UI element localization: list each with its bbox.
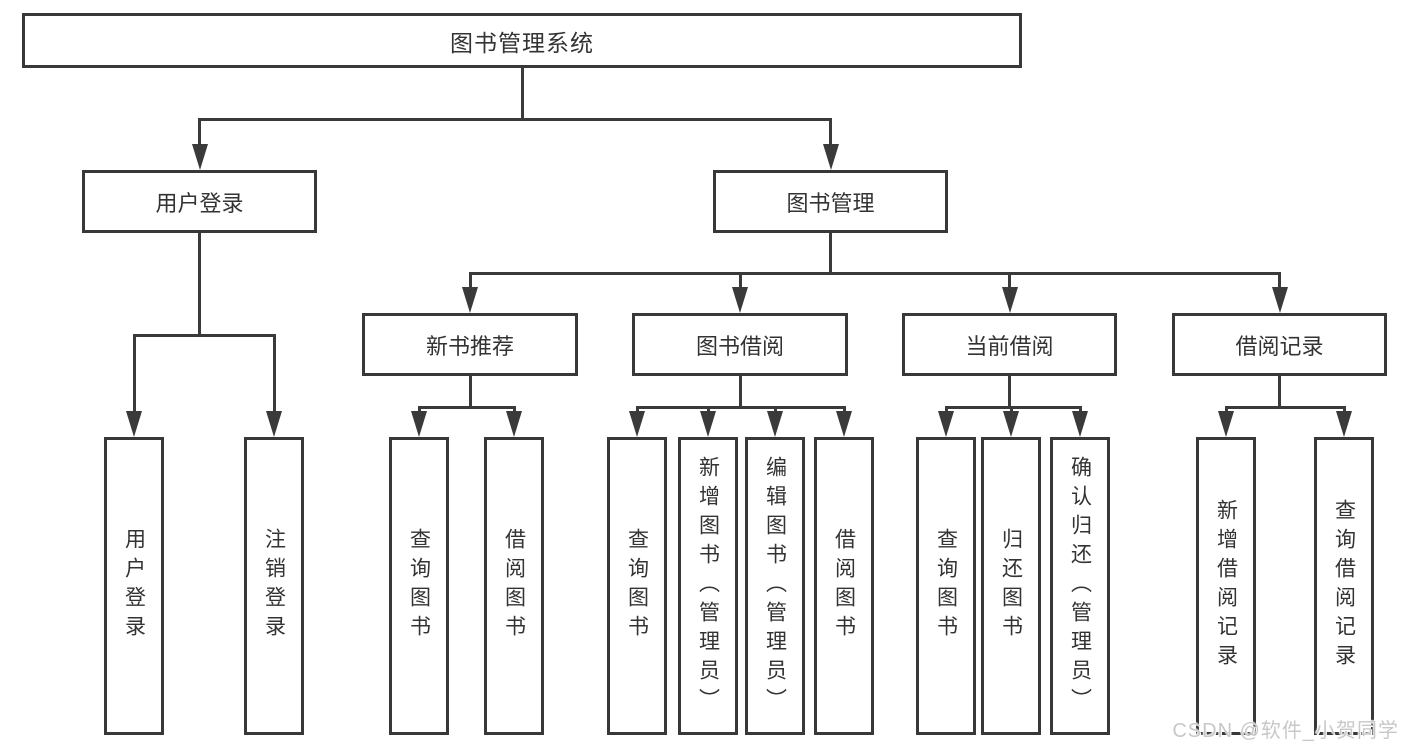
node-label: 图书管理 [786, 190, 875, 216]
arrowhead-icon [1271, 287, 1288, 313]
connector-line [417, 407, 421, 413]
node-leaf-logout: 注销登录 [244, 437, 304, 735]
connector-line [773, 407, 777, 413]
node-label: 注销登录 [262, 528, 286, 644]
arrowhead-icon [732, 287, 748, 313]
connector-line [520, 68, 524, 119]
node-label: 用户登录 [122, 528, 146, 644]
arrowhead-icon [1218, 411, 1234, 437]
arrowhead-icon [1072, 411, 1088, 437]
arrowhead-icon [506, 411, 522, 437]
connector-line [198, 117, 832, 121]
node-label: 当前借阅 [965, 333, 1054, 359]
arrowhead-icon [700, 411, 716, 437]
node-leaf-cur-return: 归还图书 [981, 437, 1041, 735]
connector-line [635, 405, 846, 409]
node-records: 借阅记录 [1172, 313, 1387, 376]
node-label: 图书管理系统 [450, 29, 594, 56]
connector-line [944, 407, 948, 413]
node-leaf-cur-query: 查询图书 [916, 437, 976, 735]
connector-line [829, 233, 832, 273]
node-label: 借阅图书 [502, 528, 526, 644]
arrowhead-icon [629, 411, 645, 437]
node-label: 新书推荐 [425, 333, 514, 359]
node-login: 用户登录 [82, 170, 317, 233]
node-leaf-bw-add: 新增图书（管理员） [678, 437, 738, 735]
connector-line [738, 376, 742, 407]
connector-line [1278, 273, 1281, 289]
connector-line [1078, 407, 1082, 413]
node-label: 新增借阅记录 [1214, 499, 1238, 673]
connector-line [468, 271, 1281, 275]
connector-line [417, 405, 516, 409]
node-newbook: 新书推荐 [362, 313, 578, 376]
node-leaf-rec-query: 查询借阅记录 [1314, 437, 1374, 735]
connector-line [1008, 376, 1011, 407]
connector-line [1224, 405, 1346, 409]
node-label: 查询借阅记录 [1332, 499, 1356, 673]
arrowhead-icon [462, 287, 478, 313]
node-label: 图书借阅 [695, 333, 784, 359]
connector-line [132, 333, 276, 337]
connector-line [468, 376, 472, 407]
arrowhead-icon [1003, 411, 1019, 437]
csdn-watermark: CSDN @软件_小贺同学 [1172, 720, 1399, 742]
connector-line [198, 119, 201, 146]
connector-line [1008, 273, 1011, 289]
node-leaf-bw-edit: 编辑图书（管理员） [745, 437, 805, 735]
node-borrow: 图书借阅 [632, 313, 848, 376]
node-label: 借阅图书 [832, 528, 856, 644]
arrowhead-icon [126, 411, 142, 437]
node-label: 借阅记录 [1235, 333, 1324, 359]
node-current: 当前借阅 [902, 313, 1117, 376]
connector-line [842, 407, 846, 413]
node-label: 用户登录 [155, 190, 244, 216]
connector-line [1224, 407, 1228, 413]
node-label: 确认归还（管理员） [1068, 455, 1092, 717]
node-leaf-nb-borrow: 借阅图书 [484, 437, 544, 735]
arrowhead-icon [266, 411, 282, 437]
connector-line [1342, 407, 1346, 413]
node-label: 编辑图书（管理员） [763, 455, 787, 717]
arrowhead-icon [1001, 287, 1018, 313]
node-label: 查询图书 [934, 528, 958, 644]
arrowhead-icon [836, 411, 852, 437]
connector-line [132, 335, 136, 413]
connector-line [829, 119, 832, 146]
node-leaf-user-login: 用户登录 [104, 437, 164, 735]
node-leaf-rec-add: 新增借阅记录 [1196, 437, 1256, 735]
connector-line [512, 407, 516, 413]
node-leaf-nb-query: 查询图书 [389, 437, 449, 735]
node-label: 查询图书 [625, 528, 649, 644]
node-mgmt: 图书管理 [713, 170, 948, 233]
node-leaf-cur-confirm: 确认归还（管理员） [1050, 437, 1110, 735]
connector-line [944, 405, 1082, 409]
connector-line [1009, 407, 1013, 413]
node-root: 图书管理系统 [22, 13, 1022, 68]
node-label: 归还图书 [999, 528, 1023, 644]
arrowhead-icon [938, 411, 954, 437]
node-leaf-bw-query: 查询图书 [607, 437, 667, 735]
arrowhead-icon [191, 144, 208, 170]
arrowhead-icon [1336, 411, 1352, 437]
arrowhead-icon [822, 144, 839, 170]
connector-line [706, 407, 710, 413]
node-label: 查询图书 [407, 528, 431, 644]
connector-line [198, 233, 201, 335]
arrowhead-icon [411, 411, 427, 437]
node-label: 新增图书（管理员） [696, 455, 720, 717]
node-leaf-bw-borrow: 借阅图书 [814, 437, 874, 735]
connector-line [635, 407, 639, 413]
connector-line [738, 273, 742, 289]
arrowhead-icon [767, 411, 783, 437]
connector-line [272, 335, 276, 413]
connector-line [1278, 376, 1281, 407]
connector-line [468, 273, 472, 289]
